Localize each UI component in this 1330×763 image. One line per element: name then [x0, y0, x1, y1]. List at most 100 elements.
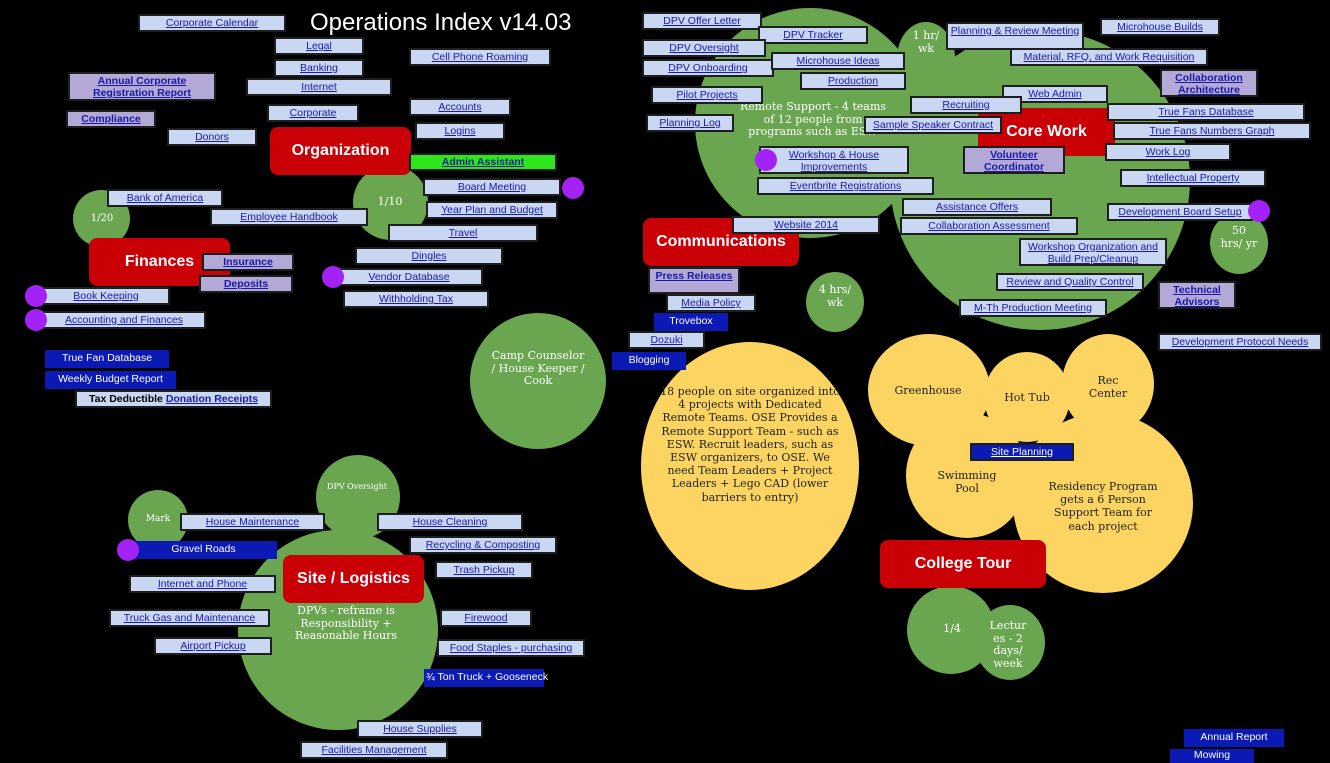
swimming-pool-label: Swimming Pool: [937, 469, 997, 496]
house-maintenance-link[interactable]: House Maintenance: [180, 513, 325, 531]
gravel-roads-box[interactable]: Gravel Roads: [130, 541, 277, 559]
press-releases-link[interactable]: Press Releases: [648, 267, 740, 294]
truck-gas-link[interactable]: Truck Gas and Maintenance: [109, 609, 270, 627]
accounts-link[interactable]: Accounts: [409, 98, 511, 116]
microhouse-builds-link[interactable]: Microhouse Builds: [1100, 18, 1220, 36]
admin-assistant-link[interactable]: Admin Assistant: [409, 153, 557, 171]
true-fans-graph-link[interactable]: True Fans Numbers Graph: [1113, 122, 1311, 140]
donation-receipts-link[interactable]: Donation Receipts: [165, 393, 258, 405]
assistance-offers-link[interactable]: Assistance Offers: [902, 198, 1052, 216]
insurance-link[interactable]: Insurance: [202, 253, 294, 271]
dpv-offer-letter-link[interactable]: DPV Offer Letter: [642, 12, 762, 30]
dev-board-setup-link[interactable]: Development Board Setup: [1107, 203, 1253, 221]
employee-handbook-link[interactable]: Employee Handbook: [210, 208, 368, 226]
page-title: Operations Index v14.03: [310, 9, 572, 36]
core-hours-yr-circle: [1210, 212, 1268, 274]
microhouse-ideas-link[interactable]: Microhouse Ideas: [771, 52, 905, 70]
dingles-link[interactable]: Dingles: [355, 247, 503, 265]
review-qc-link[interactable]: Review and Quality Control: [996, 273, 1144, 291]
production-link[interactable]: Production: [800, 72, 906, 90]
compliance-link[interactable]: Compliance: [66, 110, 156, 128]
year-plan-link[interactable]: Year Plan and Budget: [426, 201, 558, 219]
marker-dot: [25, 285, 47, 307]
collab-architecture-link[interactable]: Collaboration Architecture: [1160, 69, 1258, 97]
legal-link[interactable]: Legal: [274, 37, 364, 55]
truck-gooseneck-box[interactable]: ¾ Ton Truck + Gooseneck: [424, 669, 548, 687]
logins-link[interactable]: Logins: [415, 122, 505, 140]
volunteer-coordinator-link[interactable]: Volunteer Coordinator: [963, 146, 1065, 174]
recycling-link[interactable]: Recycling & Composting: [409, 536, 557, 554]
mth-meeting-link[interactable]: M-Th Production Meeting: [959, 299, 1107, 317]
site-planning-link[interactable]: Site Planning: [970, 443, 1074, 461]
material-rfq-link[interactable]: Material, RFQ, and Work Requisition: [1010, 48, 1208, 66]
dpv-oversight-circle-label: DPV Oversight: [327, 482, 387, 491]
technical-advisors-link[interactable]: Technical Advisors: [1158, 281, 1236, 309]
sample-speaker-link[interactable]: Sample Speaker Contract: [864, 116, 1002, 134]
dpv-tracker-link[interactable]: DPV Tracker: [758, 26, 868, 44]
mowing-box[interactable]: Mowing: [1170, 749, 1254, 763]
work-log-link[interactable]: Work Log: [1105, 143, 1231, 161]
true-fans-db-link[interactable]: True Fans Database: [1107, 103, 1305, 121]
firewood-link[interactable]: Firewood: [440, 609, 532, 627]
annual-registration-link[interactable]: Annual Corporate Registration Report: [68, 72, 216, 101]
true-fan-database-box[interactable]: True Fan Database: [45, 350, 169, 368]
hub-organization[interactable]: Organization: [270, 127, 411, 175]
internet-link[interactable]: Internet: [246, 78, 392, 96]
collab-assessment-link[interactable]: Collaboration Assessment: [900, 217, 1078, 235]
board-meeting-link[interactable]: Board Meeting: [423, 178, 561, 196]
tax-deductible-box[interactable]: Tax Deductible Donation Receipts: [75, 390, 272, 408]
accounting-link[interactable]: Accounting and Finances: [42, 311, 206, 329]
dev-protocol-link[interactable]: Development Protocol Needs: [1158, 333, 1322, 351]
facilities-link[interactable]: Facilities Management: [300, 741, 448, 759]
house-cleaning-link[interactable]: House Cleaning: [377, 513, 523, 531]
bank-of-america-link[interactable]: Bank of America: [107, 189, 223, 207]
donors-link[interactable]: Donors: [167, 128, 257, 146]
marker-dot: [562, 177, 584, 199]
mark-circle: [128, 490, 188, 550]
vendor-database-link[interactable]: Vendor Database: [335, 268, 483, 286]
dpv-onboarding-link[interactable]: DPV Onboarding: [642, 59, 774, 77]
eventbrite-link[interactable]: Eventbrite Registrations: [757, 177, 934, 195]
annual-report-box[interactable]: Annual Report: [1184, 729, 1284, 747]
withholding-tax-link[interactable]: Withholding Tax: [343, 290, 489, 308]
workshop-house-link[interactable]: Workshop & House Improvements: [759, 146, 909, 174]
web-admin-link[interactable]: Web Admin: [1002, 85, 1108, 103]
deposits-link[interactable]: Deposits: [199, 275, 293, 293]
blogging-box[interactable]: Blogging: [612, 352, 686, 370]
pilot-projects-link[interactable]: Pilot Projects: [651, 86, 763, 104]
book-keeping-link[interactable]: Book Keeping: [42, 287, 170, 305]
marker-dot: [117, 539, 139, 561]
food-staples-link[interactable]: Food Staples - purchasing: [437, 639, 585, 657]
travel-link[interactable]: Travel: [388, 224, 538, 242]
rec-center-label: Rec Center: [1088, 374, 1128, 401]
remote-support-label: Remote Support - 4 teams of 12 people fr…: [739, 100, 887, 139]
org-ratio-label: 1/10: [377, 195, 403, 208]
dozuki-link[interactable]: Dozuki: [628, 331, 705, 349]
planning-log-link[interactable]: Planning Log: [646, 114, 734, 132]
trovebox-box[interactable]: Trovebox: [654, 313, 728, 331]
corporate-link[interactable]: Corporate: [267, 104, 359, 122]
banking-link[interactable]: Banking: [274, 59, 364, 77]
planning-review-link[interactable]: Planning & Review Meeting: [946, 22, 1084, 50]
dpv-oversight-link[interactable]: DPV Oversight: [642, 39, 766, 57]
hub-site-logistics[interactable]: Site / Logistics: [283, 555, 424, 603]
hub-college-tour[interactable]: College Tour: [880, 540, 1046, 588]
trash-pickup-link[interactable]: Trash Pickup: [435, 561, 533, 579]
core-hours-yr-label: 50 hrs/ yr: [1220, 224, 1258, 250]
weekly-budget-box[interactable]: Weekly Budget Report: [45, 371, 176, 389]
lectures-circle: [975, 605, 1045, 680]
website-2014-link[interactable]: Website 2014: [732, 216, 880, 234]
intellectual-property-link[interactable]: Intellectual Property: [1120, 169, 1266, 187]
core-hours-circle: [897, 22, 955, 94]
airport-pickup-link[interactable]: Airport Pickup: [154, 637, 272, 655]
comm-hours-circle: [806, 272, 864, 332]
media-policy-link[interactable]: Media Policy: [666, 294, 756, 312]
marker-dot: [322, 266, 344, 288]
big-note-circle: [641, 342, 859, 590]
internet-phone-link[interactable]: Internet and Phone: [129, 575, 276, 593]
cell-phone-link[interactable]: Cell Phone Roaming: [409, 48, 551, 66]
corporate-calendar-link[interactable]: Corporate Calendar: [138, 14, 286, 32]
workshop-org-link[interactable]: Workshop Organization and Build Prep/Cle…: [1019, 238, 1167, 266]
house-supplies-link[interactable]: House Supplies: [357, 720, 483, 738]
recruiting-link[interactable]: Recruiting: [910, 96, 1022, 114]
